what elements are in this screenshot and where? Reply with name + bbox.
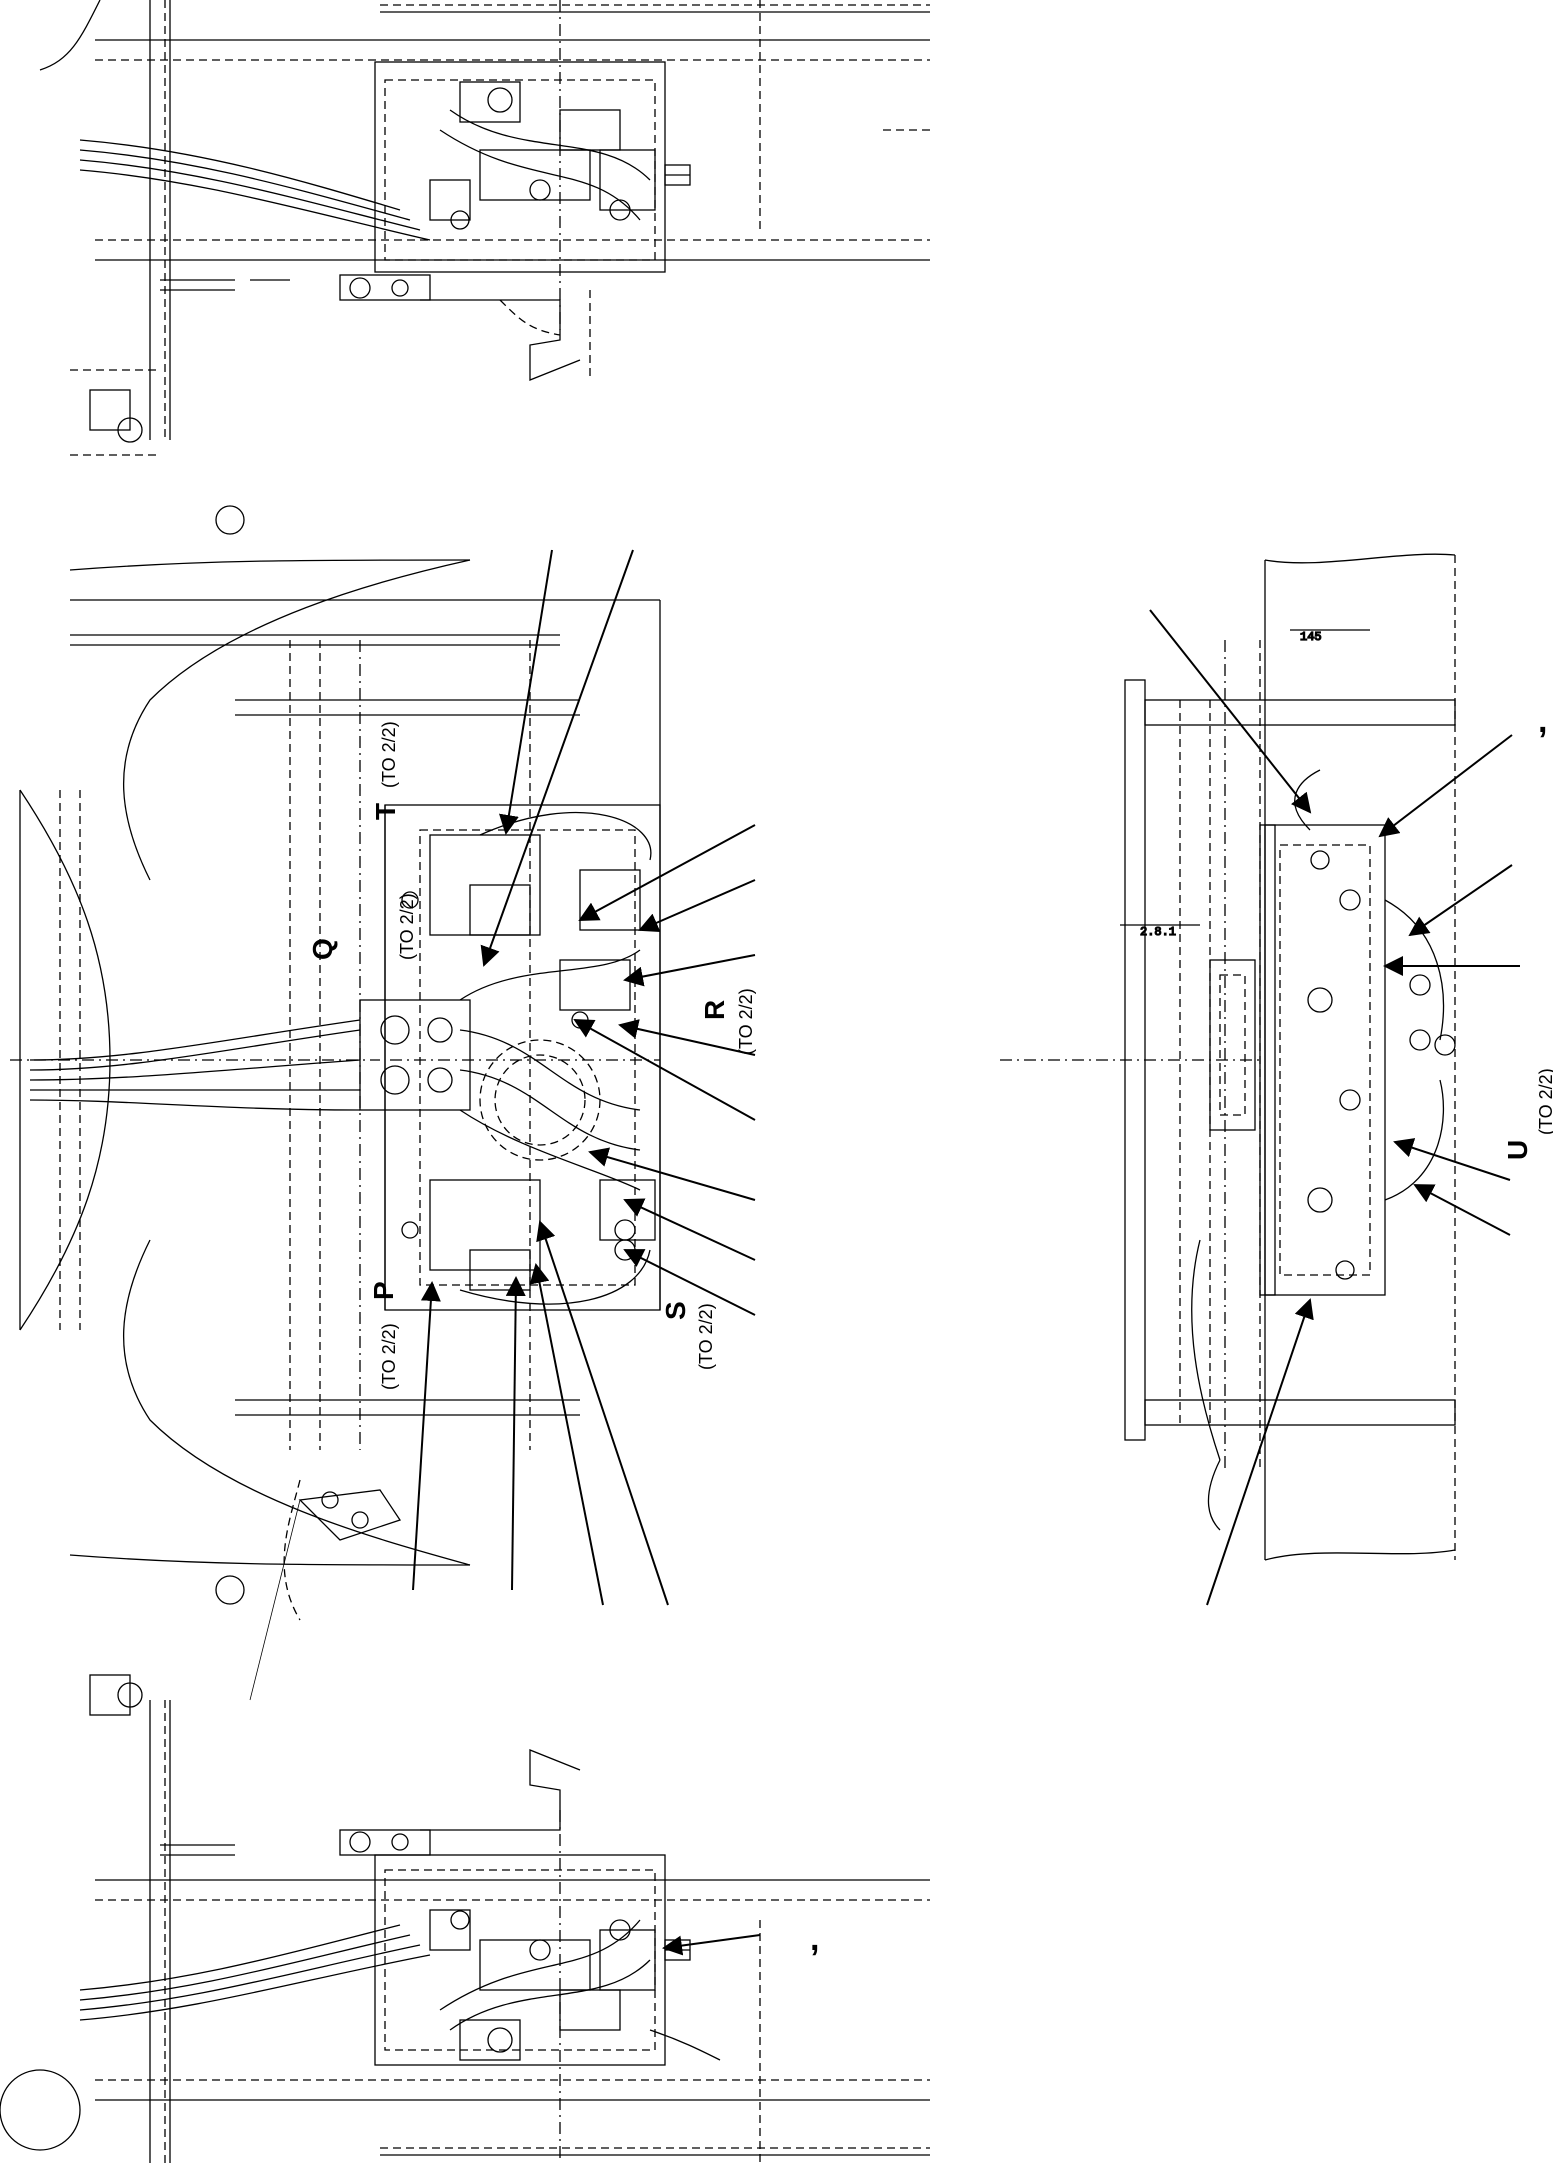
leader-4 <box>638 879 756 932</box>
label-R: R <box>699 1000 730 1020</box>
leader-22 <box>662 1934 761 1956</box>
leader-12 <box>505 1276 526 1591</box>
main-plan-view <box>10 559 661 1716</box>
top-plan-view <box>39 0 930 535</box>
label-U: U <box>1502 1140 1533 1160</box>
side-view: 2.8.1 145 <box>1000 553 1456 1561</box>
ref-P: (TO 2/2) <box>379 1323 399 1390</box>
ref-S: (TO 2/2) <box>696 1303 716 1370</box>
label-S: S <box>660 1301 691 1320</box>
ref-U: (TO 2/2) <box>1536 1068 1553 1135</box>
ref-R: (TO 2/2) <box>736 988 756 1055</box>
leader-9 <box>623 1198 756 1261</box>
leader-19 <box>1393 1138 1511 1181</box>
svg-text:145: 145 <box>1300 630 1322 644</box>
svg-text:2.8.1: 2.8.1 <box>1140 925 1176 939</box>
label-Q: Q <box>307 938 338 960</box>
label-P: P <box>368 1281 399 1300</box>
leader-10 <box>623 1249 756 1316</box>
leader-1 <box>499 549 553 835</box>
leader-6 <box>618 1019 756 1056</box>
leader-5 <box>623 954 756 987</box>
leader-16 <box>1378 734 1513 838</box>
leader-2 <box>480 549 634 967</box>
leader-11 <box>412 1281 441 1591</box>
view-labels: T (TO 2/2) Q (TO 2/2) R (TO 2/2) S (TO 2… <box>307 702 1553 1958</box>
leader-lines <box>412 549 1520 1956</box>
leader-13 <box>529 1263 604 1606</box>
leader-14 <box>536 1220 669 1606</box>
ref-Q: (TO 2/2) <box>397 893 417 960</box>
comma-mark-bottom: , <box>810 1920 819 1958</box>
bottom-plan-view <box>0 1700 930 2163</box>
leader-15 <box>1149 609 1312 814</box>
leader-20 <box>1413 1184 1511 1236</box>
label-T: T <box>370 803 401 820</box>
leader-21 <box>1206 1298 1314 1606</box>
leader-17 <box>1408 864 1513 937</box>
leader-7 <box>573 1019 756 1121</box>
comma-mark-right: , <box>1538 702 1547 740</box>
leader-3 <box>578 824 756 921</box>
leader-8 <box>588 1147 756 1201</box>
ref-T: (TO 2/2) <box>379 721 399 788</box>
